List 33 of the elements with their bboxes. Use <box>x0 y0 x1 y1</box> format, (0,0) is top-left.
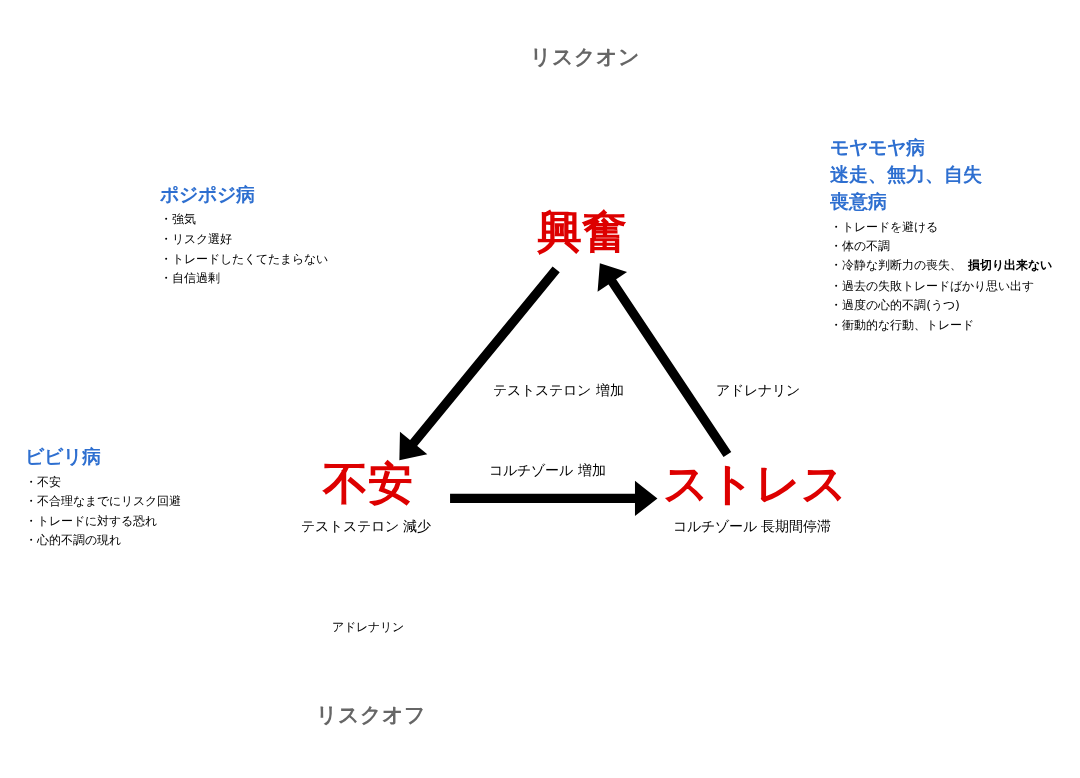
label: リスクオン <box>529 44 640 69</box>
label: 喪意病 <box>830 190 888 212</box>
node-label: テストステロン 減少 <box>300 517 432 534</box>
label: ビビリ病 <box>25 445 102 467</box>
arrow <box>399 266 560 461</box>
label: アドレナリン <box>331 620 404 635</box>
label: ・不安 <box>25 474 62 489</box>
node-text: 不安 <box>323 456 414 510</box>
label: ・トレードを避ける <box>830 219 939 234</box>
edge-label: コルチゾール 増加 <box>489 462 606 479</box>
arrow <box>450 480 658 517</box>
arrow <box>597 263 732 458</box>
label: ・衝動的な行動、トレード <box>830 317 975 332</box>
label: ・体の不調 <box>830 239 891 254</box>
label: ・不合理なまでにリスク回避 <box>25 494 182 509</box>
label: 迷走、無力、自失 <box>830 163 983 185</box>
label: ポジポジ病 <box>160 183 256 205</box>
label: ・冷静な判断力の喪失、損切り出来ない <box>830 257 1052 272</box>
label: リスクオフ <box>316 703 427 728</box>
label: ・リスク選好 <box>160 232 233 247</box>
label: ・トレードに対する恐れ <box>25 513 158 528</box>
label: ・トレードしたくてたまらない <box>160 251 329 266</box>
node-text: ストレス <box>663 456 848 510</box>
label: ・過去の失敗トレードばかり思い出す <box>830 278 1035 293</box>
label: ・強気 <box>160 212 197 227</box>
edge-label: テストステロン 増加 <box>493 381 624 398</box>
label: ・自信過剰 <box>160 271 221 286</box>
label: ・過度の心的不調(うつ) <box>830 298 960 313</box>
node-text: 興奮 <box>537 204 628 258</box>
label: ・心的不調の現れ <box>25 533 122 548</box>
edge-label: アドレナリン <box>715 381 800 398</box>
label: モヤモヤ病 <box>830 137 926 159</box>
node-label: コルチゾール 長期間停滞 <box>672 517 832 534</box>
